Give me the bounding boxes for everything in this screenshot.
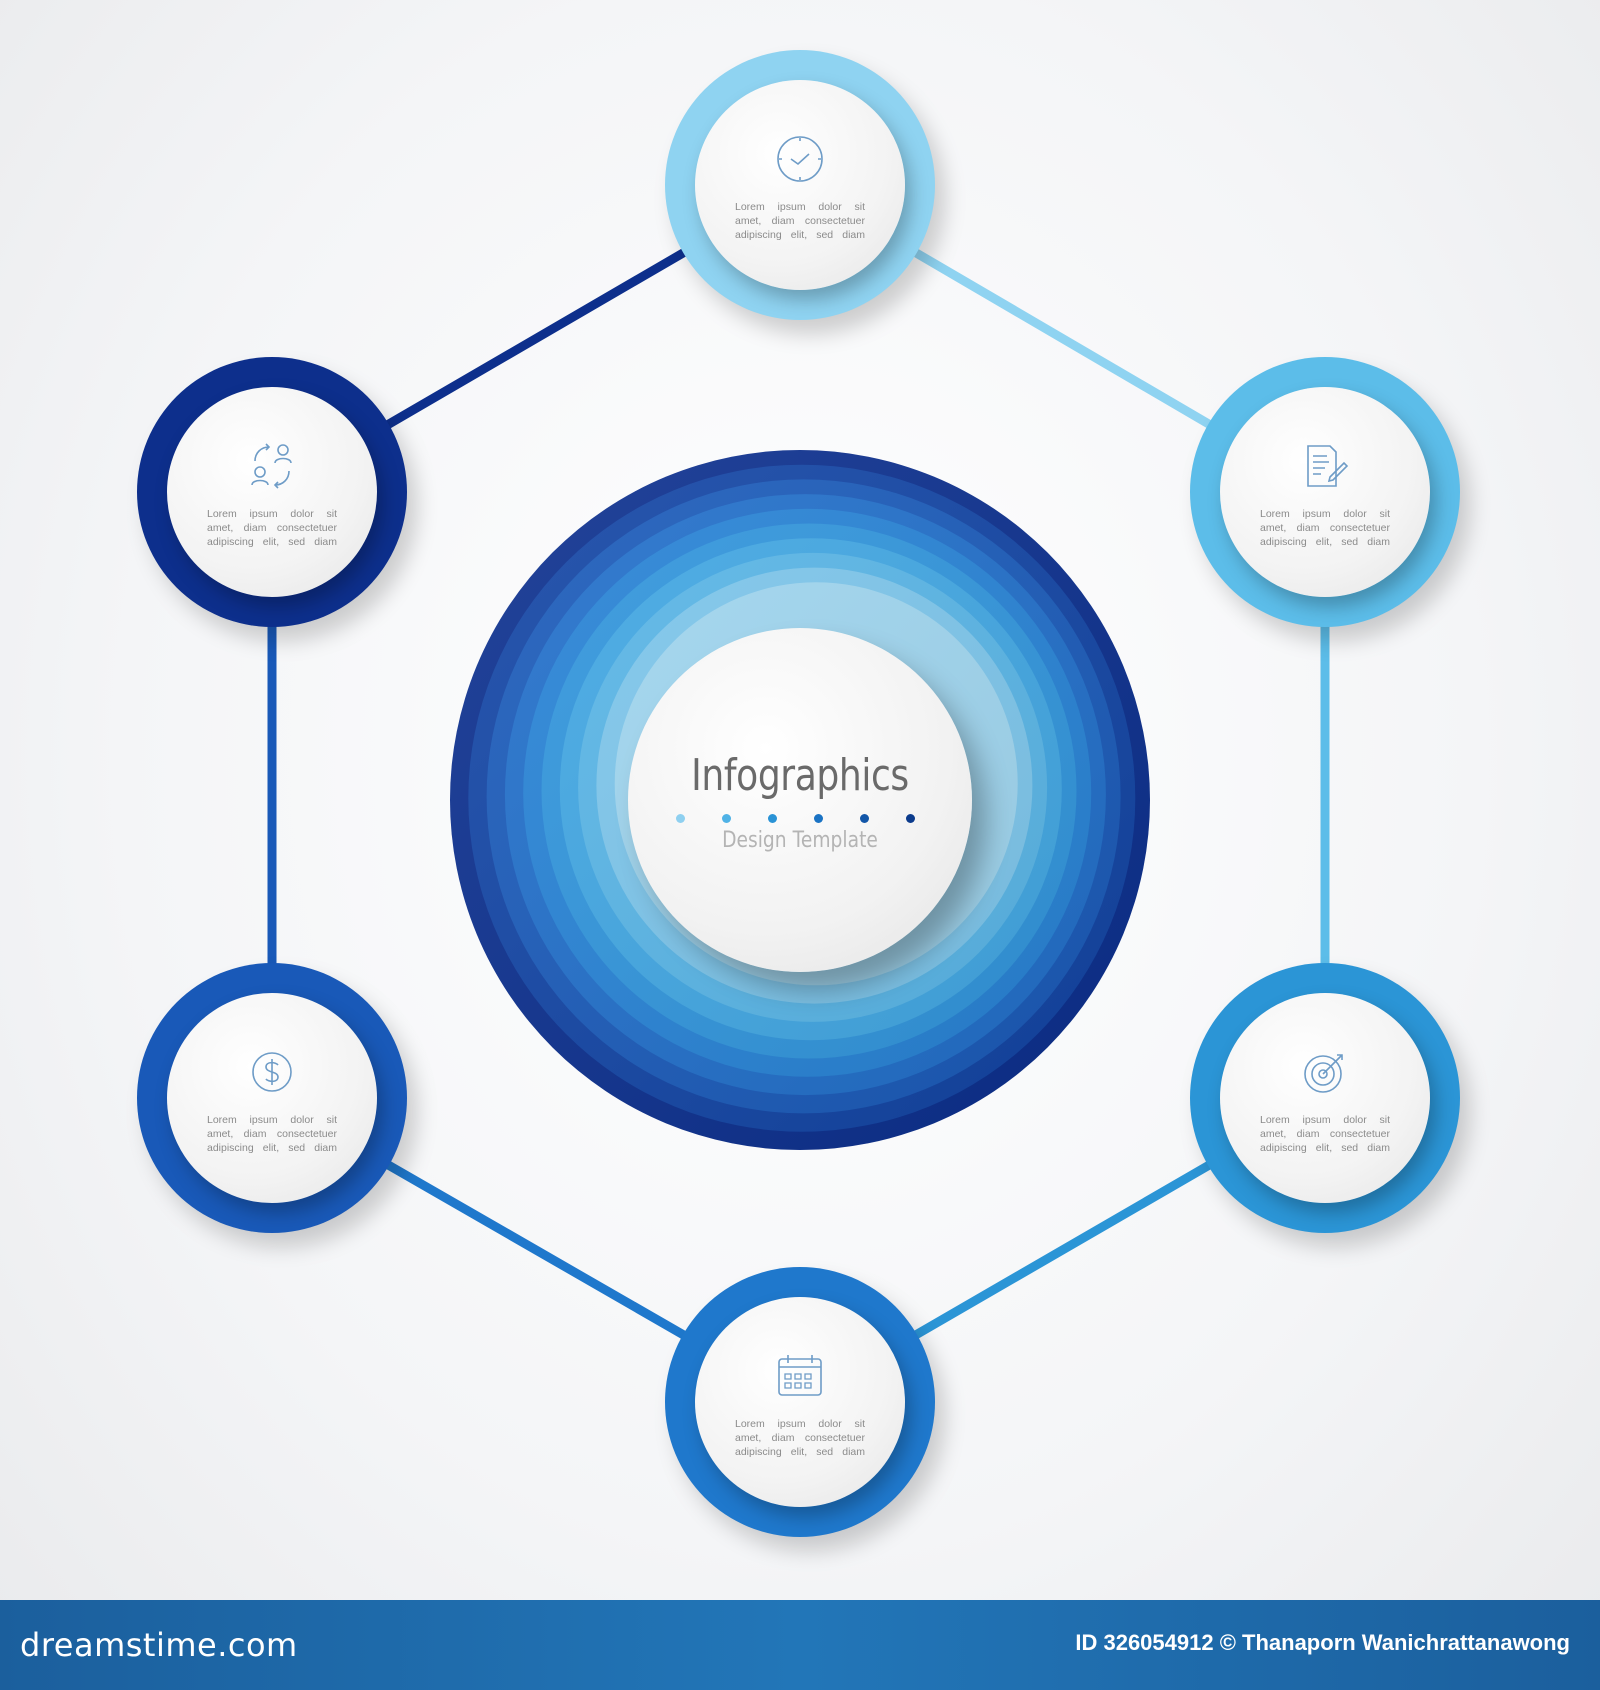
- center-dot: [906, 814, 915, 823]
- footer-image-credit: ID 326054912 © Thanaporn Wanichrattanawo…: [1075, 1630, 1570, 1655]
- node-top-inner: Lorem ipsum dolor sit amet, diam consect…: [695, 80, 905, 290]
- node-text-line: Lorem ipsum dolor sit: [1260, 508, 1390, 520]
- node-upper-right-text: Lorem ipsum dolor sit amet, diam consect…: [1260, 507, 1390, 549]
- center-subtitle: Design Template: [722, 828, 878, 853]
- node-text-line: Lorem ipsum dolor sit: [1260, 1114, 1390, 1126]
- center-disc: [628, 628, 972, 972]
- node-upper-left-text: Lorem ipsum dolor sit amet, diam consect…: [207, 507, 337, 549]
- node-upper-right: Lorem ipsum dolor sit amet, diam consect…: [1190, 357, 1460, 627]
- node-top: Lorem ipsum dolor sit amet, diam consect…: [665, 50, 935, 320]
- dollar-icon: [252, 1052, 292, 1092]
- node-lower-right: Lorem ipsum dolor sit amet, diam consect…: [1190, 963, 1460, 1233]
- node-text-line: amet, diam consectetuer: [207, 522, 337, 534]
- calendar-icon: [778, 1355, 822, 1396]
- node-text-line: adipiscing elit, sed diam: [735, 229, 865, 241]
- center-dot: [722, 814, 731, 823]
- target-icon: [1304, 1054, 1343, 1093]
- node-text-line: adipiscing elit, sed diam: [207, 1142, 337, 1154]
- node-bottom: Lorem ipsum dolor sit amet, diam consect…: [665, 1267, 935, 1537]
- node-text-line: Lorem ipsum dolor sit: [735, 201, 865, 213]
- node-text-line: adipiscing elit, sed diam: [1260, 536, 1390, 548]
- node-text-line: amet, diam consectetuer: [1260, 1128, 1390, 1140]
- node-text-line: amet, diam consectetuer: [735, 215, 865, 227]
- center-dot: [768, 814, 777, 823]
- node-text-line: adipiscing elit, sed diam: [1260, 1142, 1390, 1154]
- users-exchange-icon: [251, 443, 292, 489]
- footer-site-logo[interactable]: dreamstime.com: [20, 1626, 298, 1664]
- node-bottom-inner: Lorem ipsum dolor sit amet, diam consect…: [695, 1297, 905, 1507]
- node-text-line: amet, diam consectetuer: [735, 1432, 865, 1444]
- center-dot: [814, 814, 823, 823]
- center-dot-row: [676, 814, 926, 826]
- node-top-text: Lorem ipsum dolor sit amet, diam consect…: [735, 200, 865, 242]
- node-lower-right-text: Lorem ipsum dolor sit amet, diam consect…: [1260, 1113, 1390, 1155]
- node-upper-left: Lorem ipsum dolor sit amet, diam consect…: [137, 357, 407, 627]
- node-bottom-text: Lorem ipsum dolor sit amet, diam consect…: [735, 1417, 865, 1459]
- node-text-line: adipiscing elit, sed diam: [735, 1446, 865, 1458]
- node-upper-right-inner: Lorem ipsum dolor sit amet, diam consect…: [1220, 387, 1430, 597]
- clock-icon: [777, 136, 823, 182]
- node-lower-left-inner: Lorem ipsum dolor sit amet, diam consect…: [167, 993, 377, 1203]
- node-text-line: Lorem ipsum dolor sit: [207, 508, 337, 520]
- node-text-line: Lorem ipsum dolor sit: [207, 1114, 337, 1126]
- node-text-line: adipiscing elit, sed diam: [207, 536, 337, 548]
- node-lower-left-text: Lorem ipsum dolor sit amet, diam consect…: [207, 1113, 337, 1155]
- center-dot: [860, 814, 869, 823]
- document-edit-icon: [1307, 445, 1349, 487]
- node-text-line: amet, diam consectetuer: [207, 1128, 337, 1140]
- center-title: Infographics: [691, 750, 909, 801]
- node-lower-left: Lorem ipsum dolor sit amet, diam consect…: [137, 963, 407, 1233]
- center-dot: [676, 814, 685, 823]
- infographic-canvas: Infographics Design Template Lorem ipsum…: [137, 50, 1460, 1537]
- node-text-line: amet, diam consectetuer: [1260, 522, 1390, 534]
- node-upper-left-inner: Lorem ipsum dolor sit amet, diam consect…: [167, 387, 377, 597]
- footer-bar: dreamstime.com ID 326054912 © Thanaporn …: [0, 1600, 1600, 1690]
- node-lower-right-inner: Lorem ipsum dolor sit amet, diam consect…: [1220, 993, 1430, 1203]
- node-text-line: Lorem ipsum dolor sit: [735, 1418, 865, 1430]
